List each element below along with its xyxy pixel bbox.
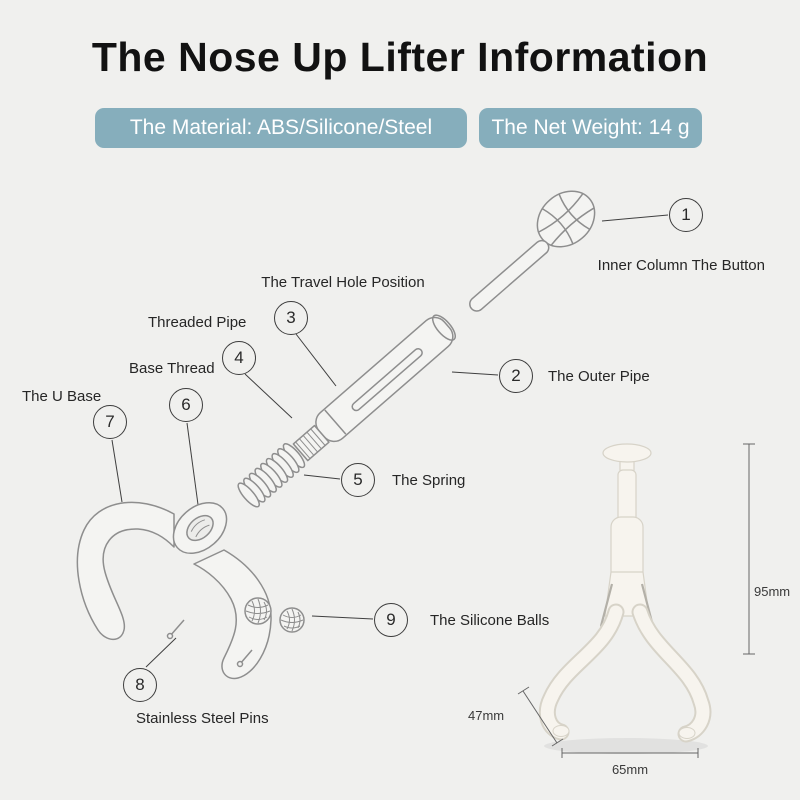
- callout-circle-9: 9: [374, 603, 408, 637]
- callout-circle-1: 1: [669, 198, 703, 232]
- assembled-product-art: [538, 443, 712, 754]
- spring-art: [237, 443, 306, 508]
- label-stainless-steel-pins: Stainless Steel Pins: [136, 710, 269, 727]
- label-base-thread: Base Thread: [129, 360, 215, 377]
- dimension-depth-label: 47mm: [468, 708, 505, 723]
- page-title: The Nose Up Lifter Information: [91, 34, 709, 80]
- dimension-width-label: 65mm: [611, 762, 649, 777]
- label-inner-column-button: Inner Column The Button: [597, 257, 765, 274]
- callout-circle-5: 5: [341, 463, 375, 497]
- callout-circle-3: 3: [274, 301, 308, 335]
- label-outer-pipe: The Outer Pipe: [548, 368, 650, 385]
- callout-circle-4: 4: [222, 341, 256, 375]
- button-cap-art: [536, 190, 596, 248]
- label-threaded-pipe: Threaded Pipe: [148, 314, 247, 331]
- callout-circle-8: 8: [123, 668, 157, 702]
- callout-circle-7: 7: [93, 405, 127, 439]
- pins-art: [166, 619, 253, 668]
- dimension-height-label: 95mm: [754, 584, 791, 599]
- weight-badge: The Net Weight: 14 g: [479, 108, 702, 148]
- label-spring: The Spring: [392, 472, 466, 489]
- dimension-lines: [517, 443, 755, 758]
- label-travel-hole-position: The Travel Hole Position: [261, 274, 425, 291]
- label-u-base: The U Base: [22, 388, 102, 405]
- inner-column-art: [469, 239, 550, 312]
- material-badge: The Material: ABS/Silicone/Steel: [95, 108, 467, 148]
- callout-circle-6: 6: [169, 388, 203, 422]
- silicone-balls-art: [244, 597, 305, 633]
- label-silicone-balls: The Silicone Balls: [430, 612, 550, 629]
- callout-circle-2: 2: [499, 359, 533, 393]
- leader-lines: [111, 214, 669, 668]
- u-base-art: [76, 501, 272, 680]
- outer-pipe-art: [292, 314, 457, 462]
